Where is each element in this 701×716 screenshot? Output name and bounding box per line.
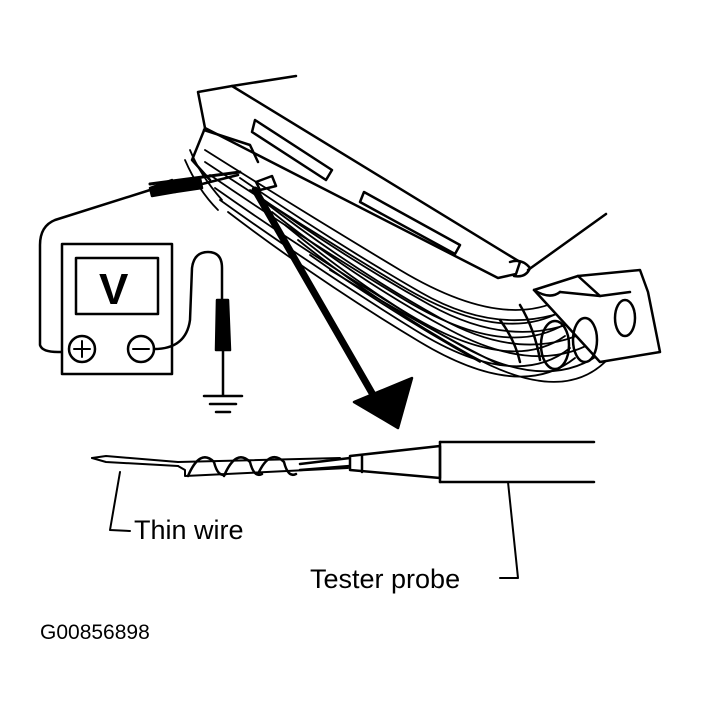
ground-symbol (202, 394, 244, 414)
thin-wire-label: Thin wire (134, 515, 244, 545)
connector-housing (190, 74, 608, 280)
pointer-arrow (251, 186, 414, 430)
harness-clamp (498, 268, 662, 371)
wire-bundle (184, 149, 606, 383)
tester-probe-leader (499, 481, 519, 579)
voltmeter (60, 242, 174, 376)
negative-lead-wire (152, 250, 224, 351)
tester-probe-label: Tester probe (310, 564, 461, 594)
figure-id: G00856898 (40, 621, 150, 644)
probe-detail (91, 440, 596, 484)
positive-lead-wire (38, 188, 152, 354)
thin-wire-leader (109, 471, 131, 532)
ground-probe (214, 298, 232, 397)
back-probe (148, 170, 278, 198)
voltmeter-display-letter: V (99, 265, 129, 314)
